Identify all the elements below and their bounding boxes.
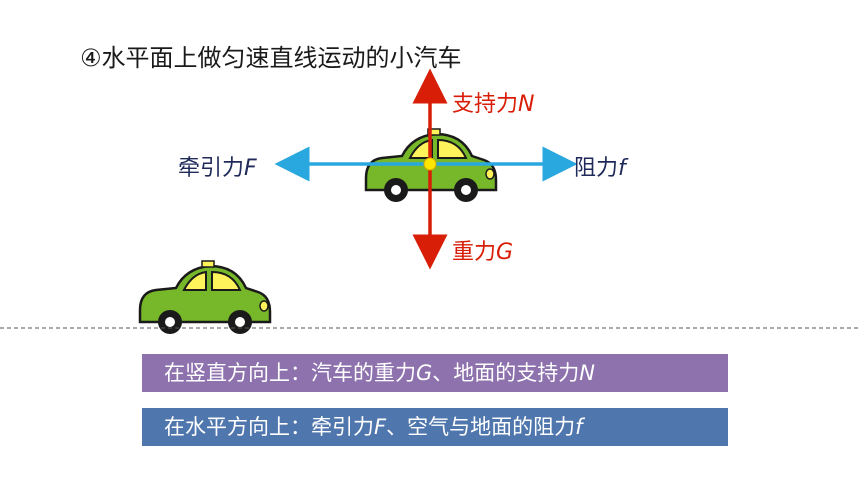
vertical-summary-box: 在竖直方向上：汽车的重力G、地面的支持力N: [142, 354, 728, 392]
support-label: 支持力N: [452, 92, 535, 117]
center-point: [423, 157, 437, 171]
car-ground: [138, 259, 272, 336]
horizontal-summary-box: 在水平方向上：牵引力F、空气与地面的阻力f: [142, 408, 728, 446]
resistance-label: 阻力f: [574, 156, 626, 181]
slide-title: ④水平面上做匀速直线运动的小汽车: [80, 44, 462, 72]
gravity-label: 重力G: [452, 240, 514, 265]
traction-label: 牵引力F: [178, 156, 257, 181]
